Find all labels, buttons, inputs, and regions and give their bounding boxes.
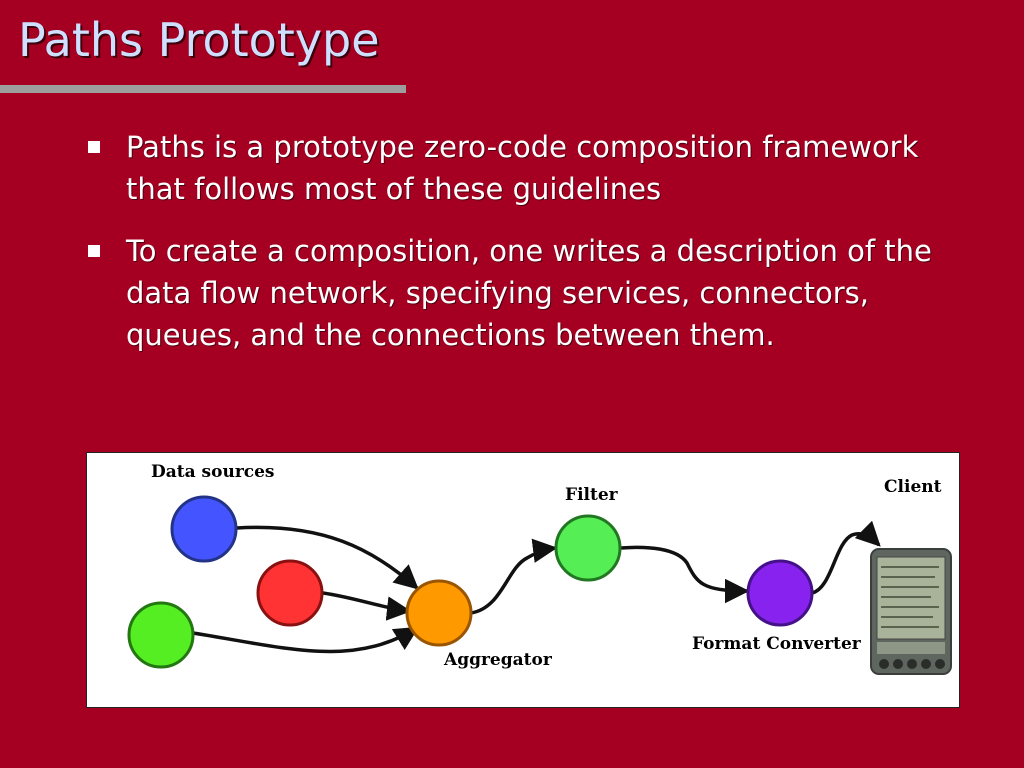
data-flow-diagram: Data sources Filter Client Format Conver… xyxy=(86,452,960,708)
edge-red-to-aggregator xyxy=(322,591,412,621)
label-data-sources: Data sources xyxy=(151,462,275,482)
edge-converter-to-client xyxy=(811,520,881,595)
node-source-red xyxy=(256,559,324,627)
edge-aggregator-to-filter xyxy=(470,538,558,615)
bullet-item: To create a composition, one writes a de… xyxy=(88,230,948,356)
node-source-blue xyxy=(170,495,238,563)
title-underline xyxy=(0,85,406,93)
edge-filter-to-converter xyxy=(620,545,750,604)
bullet-item: Paths is a prototype zero-code compositi… xyxy=(88,126,948,210)
bullet-text: Paths is a prototype zero-code compositi… xyxy=(126,130,919,206)
label-format-converter: Format Converter xyxy=(692,634,861,654)
slide-title: Paths Prototype xyxy=(18,13,380,67)
node-filter xyxy=(554,514,622,582)
diagram-canvas xyxy=(127,495,952,675)
edge-blue-to-aggregator xyxy=(236,525,419,590)
square-bullet-icon xyxy=(88,141,100,153)
pda-device-icon xyxy=(870,548,952,675)
square-bullet-icon xyxy=(88,245,100,257)
bullet-list: Paths is a prototype zero-code compositi… xyxy=(88,126,948,376)
edge-green-to-aggregator xyxy=(192,626,420,654)
node-format-converter xyxy=(746,559,814,627)
label-client: Client xyxy=(884,477,942,497)
node-aggregator xyxy=(405,579,473,647)
node-source-green xyxy=(127,601,195,669)
bullet-text: To create a composition, one writes a de… xyxy=(126,234,932,352)
label-aggregator: Aggregator xyxy=(444,650,552,670)
label-filter: Filter xyxy=(565,485,618,505)
